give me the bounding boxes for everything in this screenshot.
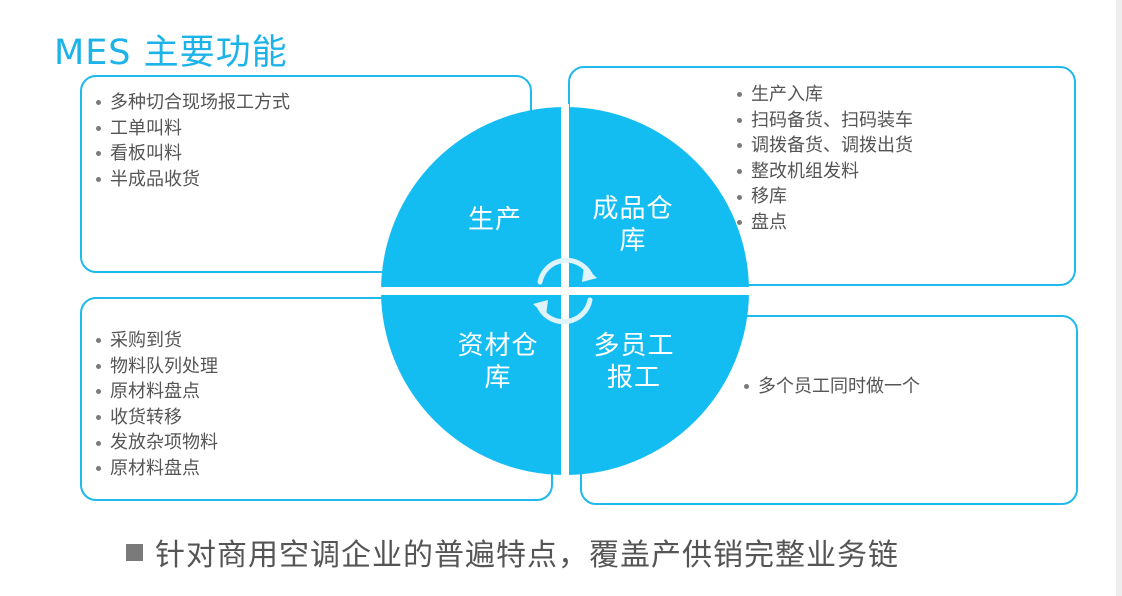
list-item: 扫码备货、扫码装车 bbox=[737, 108, 913, 134]
list-item: 看板叫料 bbox=[96, 141, 290, 167]
bullet-dot-icon bbox=[96, 440, 101, 446]
list-item-text: 半成品收货 bbox=[110, 168, 200, 190]
list-item-text: 原材料盘点 bbox=[110, 381, 200, 403]
list-item-text: 看板叫料 bbox=[110, 143, 182, 165]
bullet-dot-icon bbox=[96, 466, 101, 472]
quadrant-label-material-warehouse: 资材仓库 bbox=[457, 331, 539, 393]
bullet-dot-icon bbox=[744, 384, 749, 390]
bullet-dot-icon bbox=[737, 194, 742, 200]
list-item-text: 调拨备货、调拨出货 bbox=[751, 135, 913, 157]
cycle-arrows-icon bbox=[533, 257, 597, 325]
bullet-dot-icon bbox=[96, 177, 101, 183]
production-list: 多种切合现场报工方式工单叫料看板叫料半成品收货 bbox=[96, 90, 290, 192]
bullet-dot-icon bbox=[737, 220, 742, 226]
list-item: 原材料盘点 bbox=[96, 379, 218, 405]
quadrant-label-multi-worker-report: 多员工报工 bbox=[593, 331, 675, 393]
quadrant-top-left bbox=[381, 107, 565, 291]
list-item: 采购到货 bbox=[96, 328, 218, 354]
list-item-text: 扫码备货、扫码装车 bbox=[751, 109, 913, 131]
list-item-text: 采购到货 bbox=[110, 330, 182, 351]
list-item-text: 物料队列处理 bbox=[110, 355, 218, 377]
list-item: 调拨备货、调拨出货 bbox=[737, 133, 913, 159]
finished-warehouse-list: 生产入库扫码备货、扫码装车调拨备货、调拨出货整改机组发料移库盘点 bbox=[737, 82, 913, 236]
bullet-dot-icon bbox=[96, 389, 101, 395]
list-item-text: 工单叫料 bbox=[110, 117, 182, 139]
list-item: 工单叫料 bbox=[96, 116, 290, 142]
bullet-dot-icon bbox=[96, 415, 101, 421]
circle-diagram bbox=[378, 104, 752, 478]
list-item-text: 生产入库 bbox=[751, 84, 823, 105]
list-item: 半成品收货 bbox=[96, 167, 290, 193]
list-item-text: 收货转移 bbox=[110, 406, 182, 428]
list-item: 生产入库 bbox=[737, 82, 913, 108]
quadrant-bottom-left bbox=[381, 291, 565, 475]
list-item: 收货转移 bbox=[96, 405, 218, 431]
vertical-divider bbox=[561, 104, 569, 478]
footer-statement: 针对商用空调企业的普遍特点，覆盖产供销完整业务链 bbox=[126, 530, 899, 574]
function-circle bbox=[378, 104, 752, 478]
material-warehouse-list: 采购到货物料队列处理原材料盘点收货转移发放杂项物料原材料盘点 bbox=[96, 328, 218, 482]
bullet-dot-icon bbox=[96, 125, 101, 131]
list-item-text: 整改机组发料 bbox=[751, 160, 859, 182]
quadrant-bottom-right bbox=[565, 291, 749, 475]
bullet-dot-icon bbox=[737, 92, 742, 98]
list-item-text: 多个员工同时做一个 bbox=[758, 376, 920, 397]
bullet-dot-icon bbox=[737, 169, 742, 175]
list-item: 整改机组发料 bbox=[737, 159, 913, 185]
footer-text: 针对商用空调企业的普遍特点，覆盖产供销完整业务链 bbox=[155, 538, 899, 573]
list-item-text: 原材料盘点 bbox=[110, 457, 200, 479]
right-edge-bar bbox=[1116, 0, 1122, 596]
quadrant-top-right bbox=[565, 107, 749, 291]
list-item: 盘点 bbox=[737, 210, 913, 236]
list-item: 发放杂项物料 bbox=[96, 430, 218, 456]
list-item-text: 盘点 bbox=[751, 211, 787, 233]
list-item-text: 发放杂项物料 bbox=[110, 432, 218, 454]
list-item: 原材料盘点 bbox=[96, 456, 218, 482]
bullet-dot-icon bbox=[96, 363, 101, 369]
quadrant-label-production: 生产 bbox=[467, 205, 522, 235]
quadrant-label-finished-warehouse: 成品仓库 bbox=[592, 194, 674, 256]
square-bullet-icon bbox=[126, 543, 143, 561]
bullet-dot-icon bbox=[96, 100, 101, 106]
list-item-text: 多种切合现场报工方式 bbox=[110, 92, 290, 113]
bullet-dot-icon bbox=[737, 143, 742, 149]
list-item: 多种切合现场报工方式 bbox=[96, 90, 290, 116]
multi-worker-list: 多个员工同时做一个 bbox=[744, 374, 920, 400]
list-item: 物料队列处理 bbox=[96, 354, 218, 380]
bullet-dot-icon bbox=[96, 151, 101, 157]
bullet-dot-icon bbox=[96, 338, 101, 344]
list-item: 多个员工同时做一个 bbox=[744, 374, 920, 400]
bullet-dot-icon bbox=[737, 117, 742, 123]
page-title: MES 主要功能 bbox=[54, 33, 288, 73]
list-item: 移库 bbox=[737, 184, 913, 210]
list-item-text: 移库 bbox=[751, 186, 787, 208]
